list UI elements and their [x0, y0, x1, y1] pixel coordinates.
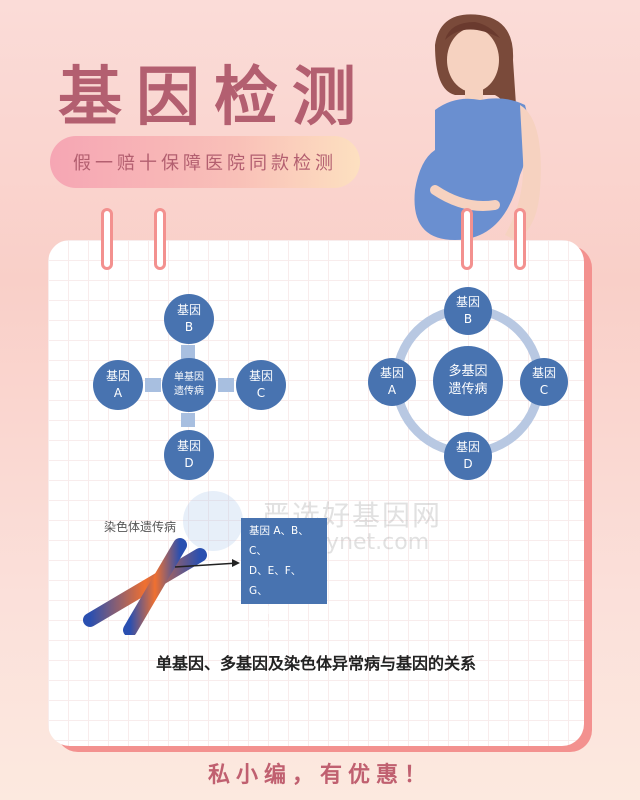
chromosome-label: 染色体遗传病	[104, 520, 177, 534]
node-letter: B	[463, 312, 473, 326]
slogan-badge: 假一赔十保障医院同款检测	[50, 136, 360, 188]
node-letter: D	[184, 456, 194, 470]
page-title: 基因检测	[58, 61, 370, 135]
node-label: 基因	[455, 295, 480, 310]
node-label: 基因	[105, 369, 130, 384]
node-letter: A	[113, 386, 123, 400]
binder-ring	[514, 208, 526, 270]
gene-node-a: 基因 A	[93, 360, 143, 410]
gene-list-box: 基因 A、B、C、 D、E、F、G、 H、I、J、K、 L、M...	[241, 518, 327, 637]
node-label: 遗传病	[448, 382, 488, 397]
diagram-caption: 单基因、多基因及染色体异常病与基因的关系	[155, 654, 476, 673]
binder-ring	[154, 208, 166, 270]
node-label: 基因	[176, 439, 201, 454]
footer-promo: 私小编，有优惠！	[207, 763, 432, 788]
node-label: 多基因	[448, 363, 488, 379]
gene-node-d: 基因 D	[444, 432, 492, 480]
arrow-left-icon	[218, 378, 234, 392]
gene-list-line: H、I、J、K、	[249, 605, 312, 617]
gene-node-d: 基因 D	[164, 430, 214, 480]
binder-ring	[461, 208, 473, 270]
chromosome-illustration	[83, 538, 240, 635]
gene-list-line: L、M...	[249, 625, 285, 637]
gene-node-b: 基因 B	[444, 287, 492, 335]
gene-node-c: 基因 C	[236, 360, 286, 410]
gene-node-a: 基因 A	[368, 358, 416, 406]
node-letter: C	[539, 383, 549, 397]
node-letter: B	[184, 320, 194, 334]
arrow-down-icon	[181, 345, 195, 359]
node-label: 基因	[379, 366, 404, 381]
node-letter: D	[463, 457, 473, 471]
gene-node-c: 基因 C	[520, 358, 568, 406]
center-node: 多基因遗传病	[433, 346, 503, 416]
arrow-right-icon	[145, 378, 161, 392]
pregnant-woman-illustration	[414, 14, 541, 240]
arrow-up-icon	[181, 413, 195, 427]
node-label: 基因	[176, 303, 201, 318]
gene-list-line: D、E、F、G、	[249, 565, 302, 597]
gene-node-b: 基因 B	[164, 294, 214, 344]
node-letter: C	[256, 386, 266, 400]
node-label: 基因	[455, 440, 480, 455]
node-letter: A	[387, 383, 397, 397]
binder-ring	[101, 208, 113, 270]
node-label: 单基因	[174, 372, 204, 383]
node-label: 基因	[248, 369, 273, 384]
gene-list-line: 基因 A、B、C、	[249, 525, 309, 557]
center-node: 单基因遗传病	[162, 358, 216, 412]
node-label: 基因	[531, 366, 556, 381]
node-label: 遗传病	[174, 386, 204, 397]
watermark-logo-icon	[183, 491, 243, 551]
